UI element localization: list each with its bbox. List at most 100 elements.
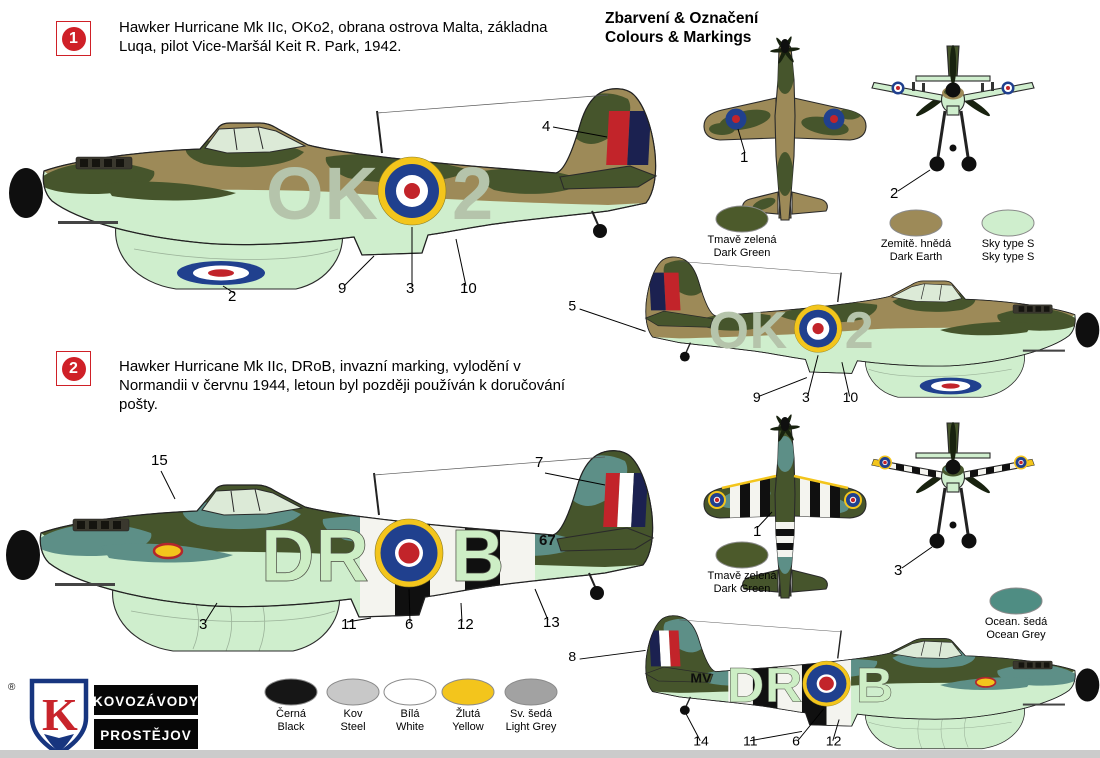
code-prefix: DR bbox=[261, 514, 370, 597]
callout-label: 12 bbox=[826, 734, 842, 749]
spinner-icon bbox=[945, 82, 961, 98]
swatch-label-cs: Ocean. šedá bbox=[984, 616, 1048, 628]
underwing-roundels bbox=[878, 455, 1028, 470]
radiator bbox=[946, 482, 960, 493]
palette-label-en: Yellow bbox=[452, 720, 484, 733]
callout-label: 10 bbox=[460, 280, 477, 297]
color-swatch-ellipse bbox=[264, 678, 318, 706]
swatch-dark-green-2: Tmavě zelená Dark Green bbox=[702, 540, 782, 596]
palette-item-steel: Kov Steel bbox=[321, 676, 385, 734]
invasion-stripes bbox=[970, 459, 1010, 479]
brand-line-1: KOVOZÁVODY bbox=[93, 694, 199, 709]
scheme1-starboard-profile: OK 2 5 9 3 10 bbox=[568, 232, 1100, 405]
palette-item-black: Černá Black bbox=[259, 676, 323, 734]
camouflage bbox=[719, 436, 849, 574]
swatch-ellipse bbox=[989, 587, 1043, 615]
scheme2-port-profile: DR B 67 Jeosie 15 7 3 11 6 12 13 bbox=[5, 415, 695, 665]
underwing-roundels bbox=[891, 81, 1015, 95]
swatch-label-cs: Tmavě zelená bbox=[707, 234, 777, 246]
code-suffix: B bbox=[856, 657, 894, 712]
swatch-ellipse bbox=[889, 209, 943, 237]
wheel bbox=[961, 156, 977, 172]
scheme1-port-profile: OK 2 4 2 9 3 10 bbox=[8, 53, 698, 305]
scheme1-top-view: 1 bbox=[703, 36, 867, 221]
wheel bbox=[961, 533, 977, 549]
scheme1-front-view: 2 bbox=[871, 45, 1035, 202]
palette-label-cs: Černá bbox=[276, 708, 306, 720]
callout-label: 1 bbox=[740, 149, 748, 166]
callout-label: 5 bbox=[568, 297, 576, 313]
color-swatch-ellipse bbox=[441, 678, 495, 706]
scheme2-starboard-profile: MV DR B 8 14 11 6 12 bbox=[568, 592, 1100, 758]
brand-line-2: PROSTĚJOV bbox=[100, 728, 192, 743]
scheme-1-number: 1 bbox=[61, 26, 86, 51]
landing-gear-legs bbox=[936, 487, 970, 535]
publisher-logo: ® K KOVOZÁVODY PROSTĚJOV bbox=[8, 678, 199, 757]
swatch-ellipse bbox=[715, 541, 769, 569]
callout-label: 3 bbox=[894, 562, 902, 579]
swatch-label-cs: Tmavě zelená bbox=[707, 570, 777, 582]
fuselage-roundel bbox=[374, 518, 444, 588]
palette-item-white: Bílá White bbox=[378, 676, 442, 734]
wheel bbox=[929, 156, 945, 172]
swatch-dark-earth: Zemitě. hnědá Dark Earth bbox=[876, 208, 956, 264]
color-swatch-ellipse bbox=[383, 678, 437, 706]
palette-item-light-grey: Sv. šedá Light Grey bbox=[499, 676, 563, 734]
palette-label-cs: Žlutá bbox=[455, 708, 481, 720]
swatch-ocean-grey: Ocean. šedá Ocean Grey bbox=[976, 586, 1056, 642]
wheel bbox=[929, 533, 945, 549]
serial-letters: MV bbox=[690, 671, 711, 686]
logo-bar bbox=[94, 719, 198, 749]
palette-label-en: White bbox=[395, 720, 425, 733]
fuselage-roundel bbox=[794, 304, 843, 353]
callout-label: 13 bbox=[543, 614, 560, 631]
scheme-2-description: Hawker Hurricane Mk IIc, DRoB, invazní m… bbox=[119, 358, 566, 414]
upper-wing-roundels bbox=[725, 108, 845, 130]
tailwheel bbox=[949, 144, 957, 152]
palette-label-cs: Kov bbox=[343, 708, 363, 720]
scheme-2-marker: 2 bbox=[56, 351, 91, 386]
callout-label: 14 bbox=[693, 734, 709, 749]
landing-gear-legs bbox=[936, 110, 970, 158]
swatch-label-cs: Zemitě. hnědá bbox=[880, 238, 952, 250]
radiator bbox=[946, 105, 960, 116]
callout-label: 11 bbox=[743, 734, 758, 749]
fuselage-roundel bbox=[377, 156, 447, 226]
callout-label: 3 bbox=[802, 389, 810, 405]
code-suffix: B bbox=[451, 514, 505, 597]
nose-art: Jeosie bbox=[160, 499, 187, 509]
swatch-label-en: Ocean Grey bbox=[986, 628, 1046, 641]
callout-label: 10 bbox=[843, 389, 859, 405]
callout-label: 2 bbox=[228, 288, 236, 305]
palette-label-en: Light Grey bbox=[505, 720, 557, 733]
upper-wing-roundels bbox=[708, 491, 862, 509]
callout-label: 6 bbox=[405, 616, 413, 633]
code-prefix: OK bbox=[709, 301, 788, 359]
swatch-label-en: Dark Green bbox=[713, 246, 771, 259]
logo-letter: K bbox=[42, 689, 78, 740]
title-english: Colours & Markings bbox=[605, 28, 752, 46]
scheme-2-number: 2 bbox=[61, 356, 86, 381]
swatch-label-en: Sky type S bbox=[981, 250, 1035, 263]
color-swatch-ellipse bbox=[504, 678, 558, 706]
scheme2-top-view: 1 bbox=[703, 414, 867, 599]
spinner-icon bbox=[780, 39, 790, 53]
callout-label: 12 bbox=[457, 616, 474, 633]
yellow-leading-edges bbox=[721, 474, 849, 490]
sheet-title: Zbarvení & Označení Colours & Markings bbox=[605, 10, 758, 47]
logo-shield-base bbox=[44, 734, 74, 752]
spinner-icon bbox=[780, 417, 790, 431]
callout-label: 7 bbox=[535, 454, 543, 471]
swatch-label-en: Dark Green bbox=[713, 582, 771, 595]
fuselage-roundel bbox=[802, 660, 851, 707]
palette-label-cs: Sv. šedá bbox=[510, 708, 552, 720]
code-prefix: OK bbox=[266, 152, 379, 235]
callout-label: 15 bbox=[151, 452, 168, 469]
code-suffix: 2 bbox=[452, 152, 494, 235]
palette-label-en: Steel bbox=[340, 720, 366, 733]
swatch-ellipse bbox=[981, 209, 1035, 237]
title-czech: Zbarvení & Označení bbox=[605, 10, 759, 27]
callout-label: 3 bbox=[199, 616, 207, 633]
spinner-icon bbox=[945, 459, 961, 475]
